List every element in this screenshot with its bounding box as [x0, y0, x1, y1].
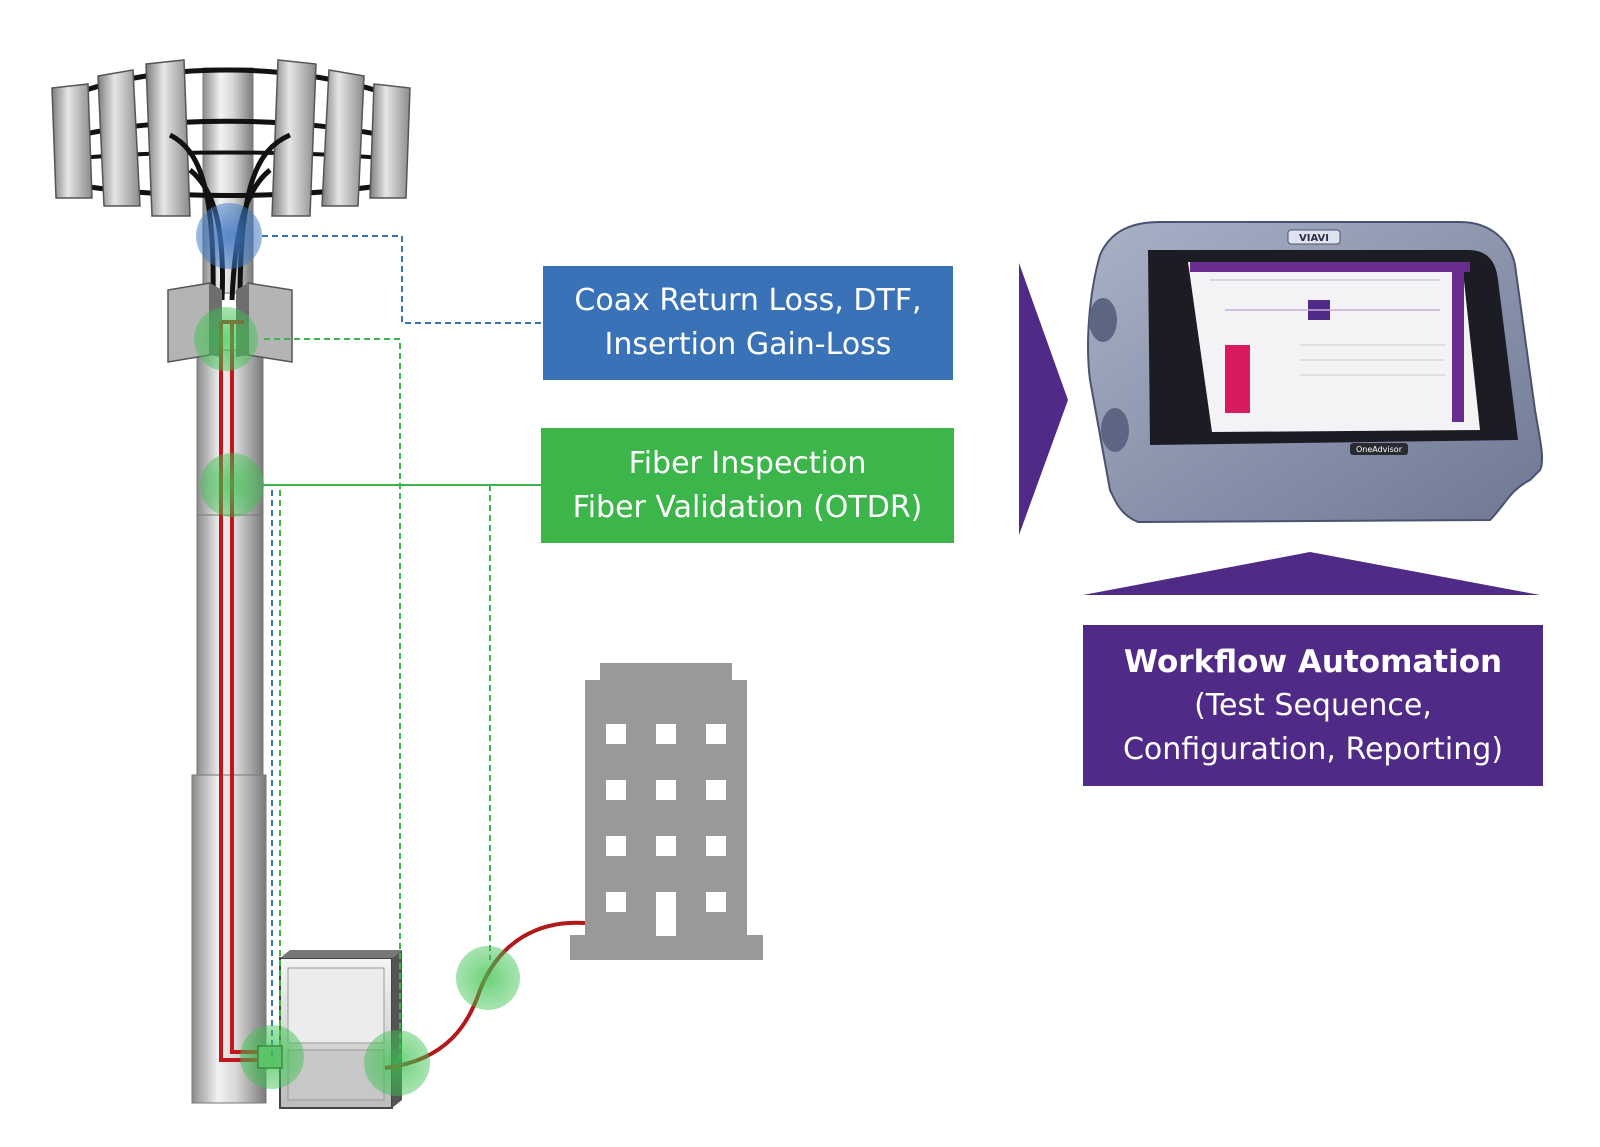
coax-test-label: Coax Return Loss, DTF, Insertion Gain-Lo…	[543, 266, 953, 380]
antenna-array	[51, 59, 411, 301]
coax-label-line-2: Insertion Gain-Loss	[604, 327, 892, 362]
device-model-label: OneAdvisor	[1356, 445, 1403, 454]
fiber-test-point	[240, 1025, 304, 1089]
device-brand-label: VIAVI	[1299, 233, 1329, 244]
antenna-panel	[51, 59, 411, 217]
up-arrow-icon	[1083, 552, 1540, 595]
fiber-test-point	[364, 1030, 430, 1096]
building-windows	[606, 724, 726, 936]
fiber-label-line-2: Fiber Validation (OTDR)	[572, 489, 923, 525]
fiber-test-point	[194, 307, 258, 371]
workflow-line-2: Configuration, Reporting)	[1122, 731, 1504, 767]
test-points	[194, 203, 520, 1096]
fiber-test-lines	[264, 338, 491, 1060]
coax-test-point	[196, 203, 262, 269]
coax-test-lines	[262, 235, 543, 1057]
workflow-line-1: (Test Sequence,	[1194, 687, 1432, 723]
fiber-test-point	[456, 946, 520, 1010]
fiber-test-point	[200, 453, 264, 517]
fiber-label-line-1: Fiber Inspection	[628, 445, 867, 481]
coax-label-line-1: Coax Return Loss, DTF,	[574, 283, 922, 318]
test-device: VIAVI OneAdvisor	[1087, 221, 1544, 524]
equipment-cabinet	[257, 950, 402, 1109]
workflow-title: Workflow Automation	[1123, 643, 1503, 680]
workflow-automation-label: Workflow Automation (Test Sequence, Conf…	[1083, 625, 1543, 786]
fiber-test-label: Fiber Inspection Fiber Validation (OTDR)	[541, 428, 954, 543]
right-arrow-icon	[1019, 263, 1068, 535]
